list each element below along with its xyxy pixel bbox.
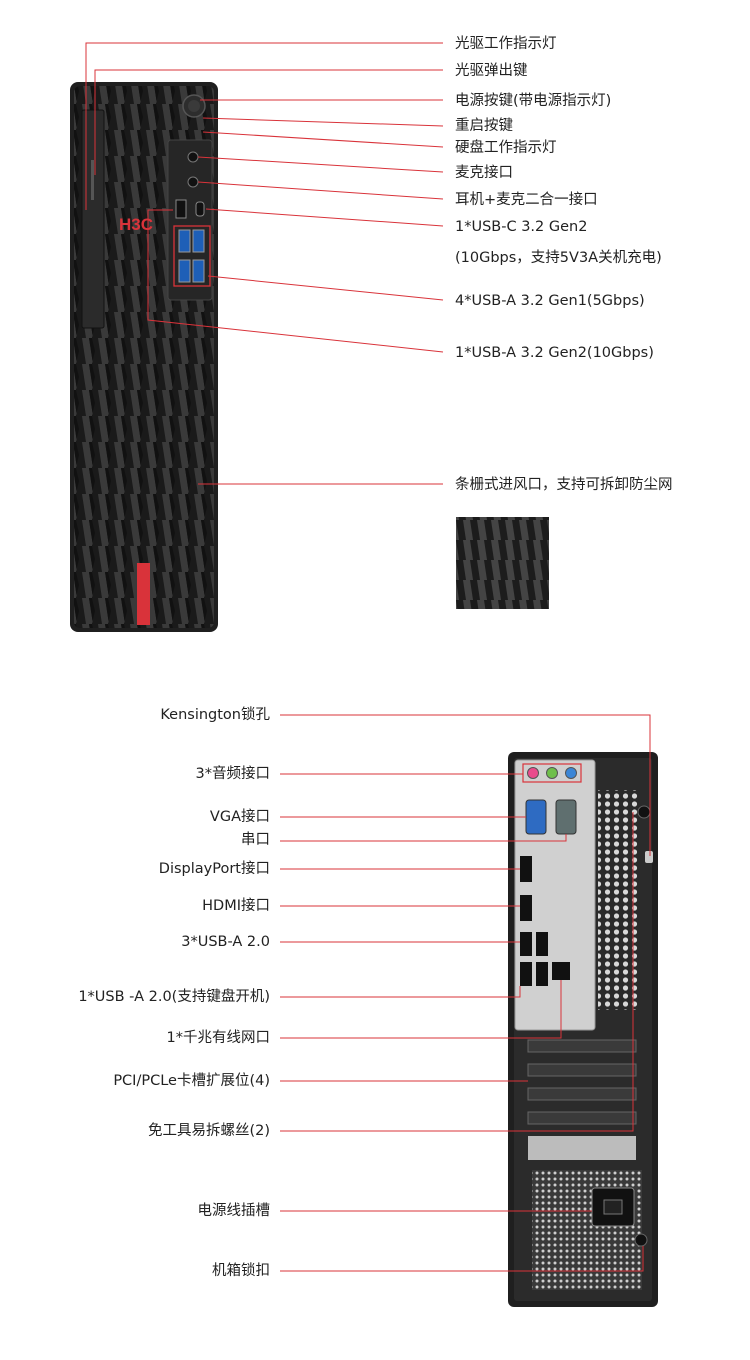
vent-closeup bbox=[456, 517, 549, 609]
label-displayport: DisplayPort接口 bbox=[158, 861, 270, 877]
rear-leader-lines bbox=[280, 714, 651, 1272]
label-combo-audio: 耳机+麦克二合一接口 bbox=[455, 192, 598, 208]
front-leader-lines bbox=[85, 42, 444, 485]
label-serial: 串口 bbox=[241, 832, 270, 848]
label-usbc: 1*USB-C 3.2 Gen2 bbox=[455, 219, 588, 235]
label-vent: 条栅式进风口，支持可拆卸防尘网 bbox=[455, 477, 673, 493]
label-usbc-note: (10Gbps，支持5V3A关机充电) bbox=[455, 250, 662, 266]
label-pci-slots: PCI/PCLe卡槽扩展位(4) bbox=[113, 1073, 270, 1089]
label-power-socket: 电源线插槽 bbox=[197, 1203, 271, 1219]
label-usb2: 3*USB-A 2.0 bbox=[181, 934, 270, 950]
label-audio-ports: 3*音频接口 bbox=[195, 766, 270, 782]
label-hdmi: HDMI接口 bbox=[202, 898, 270, 914]
front-chassis bbox=[70, 82, 218, 632]
label-kensington: Kensington锁孔 bbox=[160, 707, 270, 723]
label-mic-port: 麦克接口 bbox=[455, 165, 513, 181]
label-chassis-lock: 机箱锁扣 bbox=[212, 1263, 270, 1279]
label-usba-gen1: 4*USB-A 3.2 Gen1(5Gbps) bbox=[455, 293, 645, 309]
label-reset-button: 重启按键 bbox=[455, 118, 513, 134]
label-lan: 1*千兆有线网口 bbox=[166, 1030, 270, 1046]
label-vga: VGA接口 bbox=[209, 809, 270, 825]
label-optical-eject: 光驱弹出键 bbox=[455, 63, 528, 79]
label-usba-gen2: 1*USB-A 3.2 Gen2(10Gbps) bbox=[455, 345, 654, 361]
rear-chassis bbox=[508, 752, 658, 1307]
h3c-logo: H3C bbox=[119, 215, 153, 234]
label-power-button: 电源按键(带电源指示灯) bbox=[455, 93, 612, 109]
label-usb2-keyboard: 1*USB -A 2.0(支持键盘开机) bbox=[78, 989, 270, 1005]
label-hdd-led: 硬盘工作指示灯 bbox=[455, 140, 557, 156]
label-screws: 免工具易拆螺丝(2) bbox=[147, 1123, 270, 1139]
label-optical-led: 光驱工作指示灯 bbox=[455, 36, 557, 52]
